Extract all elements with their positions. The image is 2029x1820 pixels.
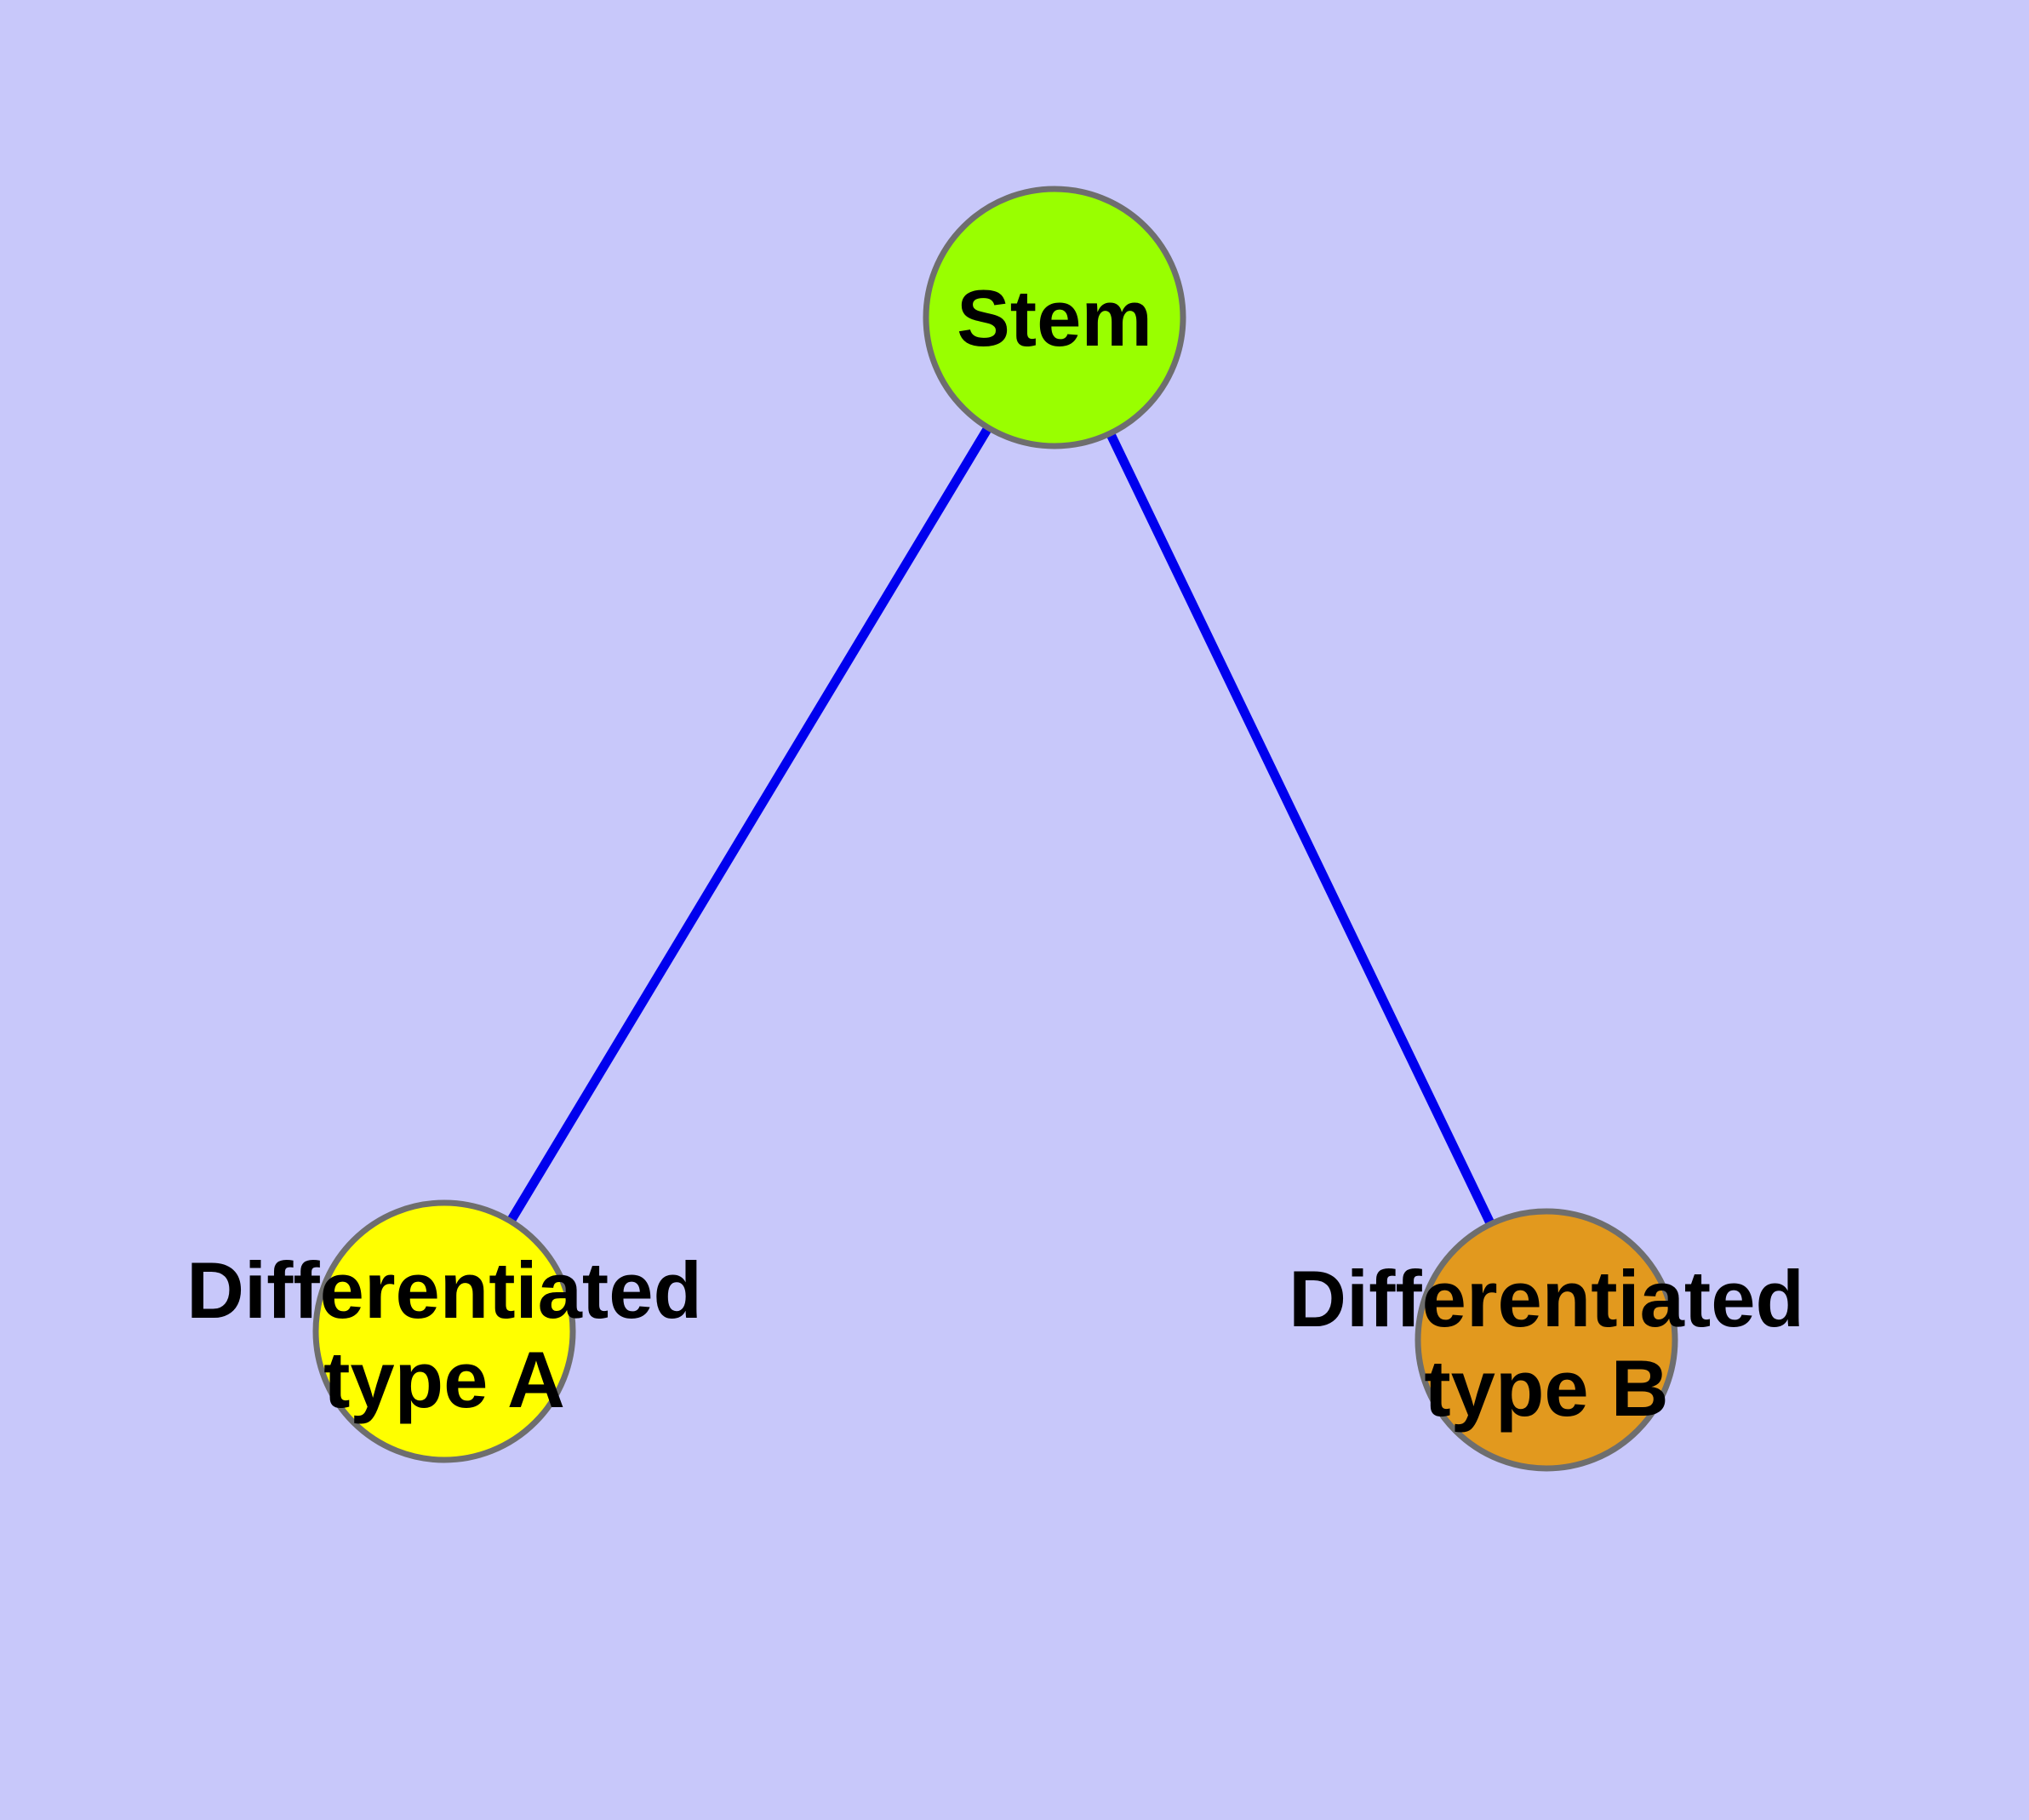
edge-stem-to-type-a xyxy=(440,315,1059,1334)
node-stem-label: Stem xyxy=(957,273,1152,363)
node-type-b-label-line2: type B xyxy=(1424,1343,1668,1433)
node-type-a-circle xyxy=(312,1199,576,1463)
node-type-a-label-line1: Differentiated xyxy=(186,1245,702,1335)
edge-stem-to-type-b xyxy=(1050,315,1551,1342)
node-type-a-label-line2: type A xyxy=(323,1335,565,1424)
node-stem-circle xyxy=(923,186,1186,449)
node-type-b-label-line1: Differentiated xyxy=(1289,1254,1804,1343)
node-type-b-circle xyxy=(1415,1208,1678,1472)
